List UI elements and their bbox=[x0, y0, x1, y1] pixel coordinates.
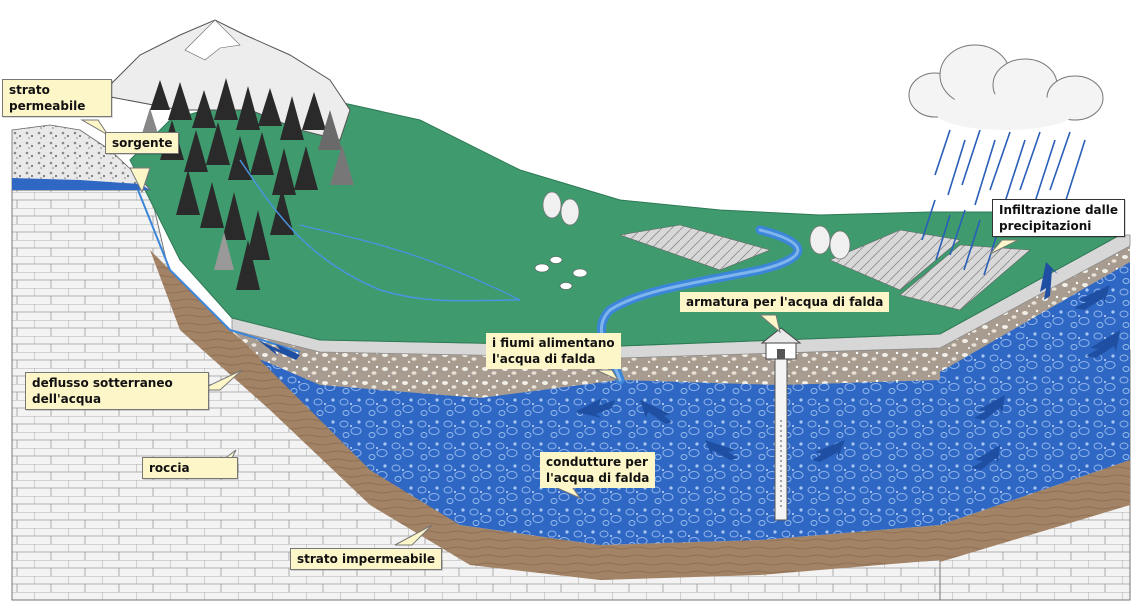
label-infiltration: Infiltrazione dalle precipitazioni bbox=[992, 199, 1126, 237]
meadow-trees bbox=[542, 191, 851, 260]
label-spring: sorgente bbox=[105, 132, 180, 154]
flow-arrows bbox=[258, 262, 1120, 470]
label-groundwater-pipes: condutture per l'acqua di falda bbox=[540, 452, 656, 488]
label-underground-flow: deflusso sotterraneo dell'acqua bbox=[25, 372, 209, 410]
label-rivers-feed: i fiumi alimentano l'acqua di falda bbox=[486, 333, 621, 369]
sheep bbox=[534, 256, 588, 290]
label-groundwater-fitting: armatura per l'acqua di falda bbox=[680, 292, 890, 312]
label-permeable-layer: strato permeabile bbox=[2, 79, 112, 117]
groundwater-well bbox=[760, 327, 802, 521]
label-impermeable-layer: strato impermeabile bbox=[290, 548, 443, 570]
label-rock: roccia bbox=[142, 457, 238, 479]
rain-cloud bbox=[908, 44, 1104, 130]
